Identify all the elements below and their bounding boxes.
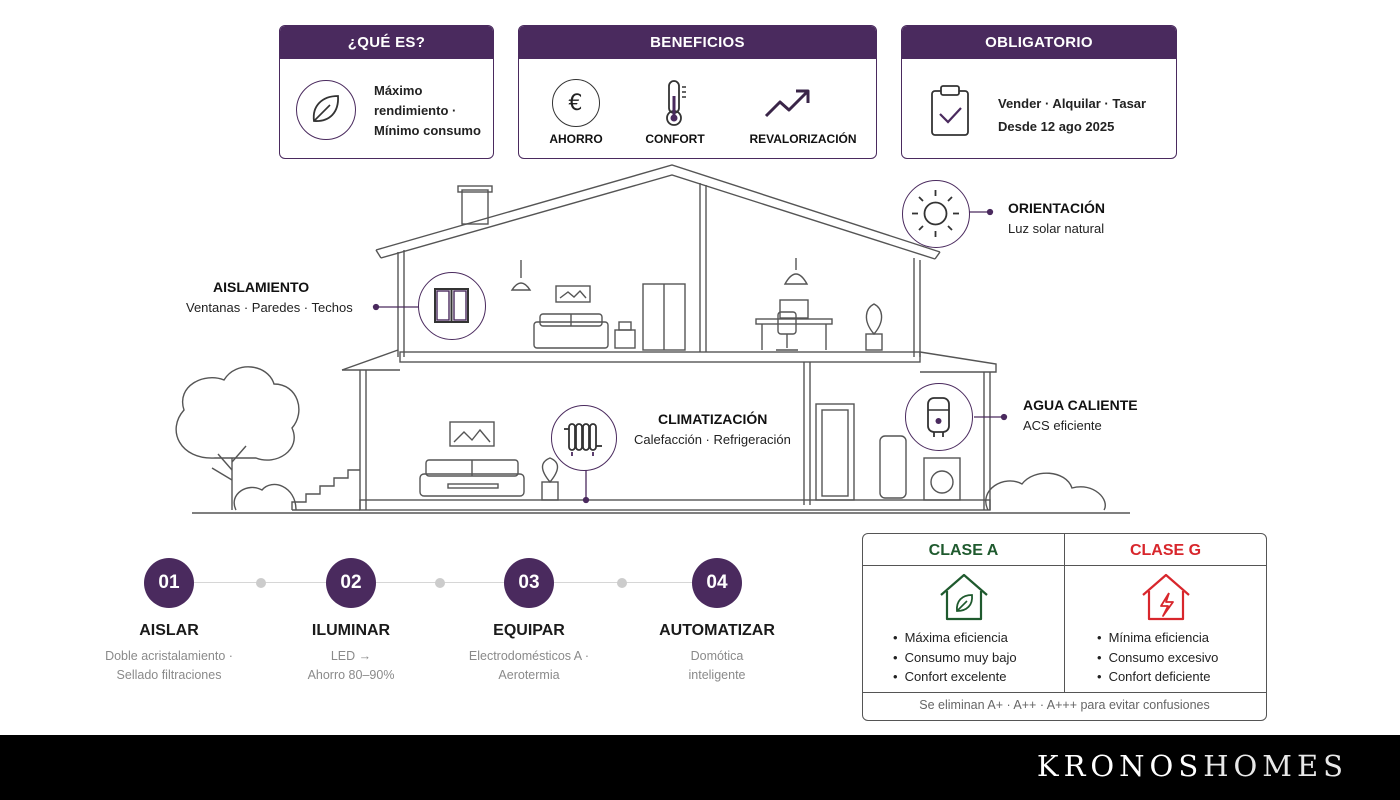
step-03-number: 03: [504, 558, 554, 608]
window-icon: [418, 272, 486, 340]
step-03-title: EQUIPAR: [493, 622, 565, 639]
step-02-desc-1: LED →: [330, 649, 372, 663]
brand-logo: KRONOSHOMES: [1037, 749, 1348, 783]
aislamiento-title: AISLAMIENTO: [213, 279, 310, 295]
class-note: Se eliminan A+ · A++ · A+++ para evitar …: [919, 698, 1210, 712]
ahorro-label: AHORRO: [549, 132, 603, 146]
list-item: Máxima eficiencia: [893, 628, 1017, 648]
que-es-line-3: Mínimo consumo: [374, 123, 481, 138]
clase-a-bullets: Máxima eficiencia Consumo muy bajo Confo…: [893, 628, 1017, 687]
energy-class-comparison: CLASE A CLASE G Máxima eficiencia Consum…: [862, 533, 1267, 721]
agua-caliente-sub: ACS eficiente: [1023, 418, 1102, 433]
house-illustration: [175, 164, 1130, 514]
clase-g-title: CLASE G: [1129, 542, 1202, 559]
step-01-desc-1: Doble acristalamiento ·: [105, 649, 233, 663]
step-01-number: 01: [144, 558, 194, 608]
svg-text:€: €: [569, 91, 583, 116]
step-dot: [435, 578, 445, 588]
orientacion-title: ORIENTACIÓN: [1008, 200, 1105, 216]
obligatorio-panel: OBLIGATORIO Vender · Alquilar · Tasar De…: [901, 25, 1177, 159]
confort-label: CONFORT: [645, 132, 705, 146]
step-02-number: 02: [326, 558, 376, 608]
obligatorio-line-1: Vender · Alquilar · Tasar: [998, 96, 1147, 111]
obligatorio-title: OBLIGATORIO: [902, 26, 1176, 59]
step-04-desc-1: Domótica: [690, 649, 744, 663]
aislamiento-sub: Ventanas · Paredes · Techos: [186, 300, 353, 315]
revalorizacion-label: REVALORIZACIÓN: [749, 132, 857, 146]
step-01-title: AISLAR: [139, 622, 199, 639]
euro-icon: €: [552, 79, 600, 127]
step-04-desc-2: inteligente: [688, 668, 746, 682]
climatizacion-title: CLIMATIZACIÓN: [658, 411, 768, 427]
brand-part-2: HOMES: [1203, 749, 1348, 783]
que-es-panel: ¿QUÉ ES? Máximo rendimiento · Mínimo con…: [279, 25, 494, 159]
step-04-number: 04: [692, 558, 742, 608]
class-header-divider: [863, 565, 1266, 566]
orientacion-sub: Luz solar natural: [1008, 221, 1105, 236]
green-house-leaf-icon: [937, 571, 991, 628]
red-house-lightning-icon: [1139, 571, 1193, 628]
que-es-title: ¿QUÉ ES?: [280, 26, 493, 59]
que-es-line-1: Máximo: [374, 83, 423, 98]
list-item: Confort excelente: [893, 667, 1017, 687]
beneficios-title: BENEFICIOS: [519, 26, 876, 59]
step-dot: [617, 578, 627, 588]
list-item: Confort deficiente: [1097, 667, 1218, 687]
climatizacion-sub: Calefacción · Refrigeración: [634, 432, 791, 447]
trend-up-icon: [763, 86, 813, 127]
step-01-desc-2: Sellado filtraciones: [116, 668, 222, 682]
water-heater-icon: [905, 383, 973, 451]
step-dot: [256, 578, 266, 588]
radiator-icon: [551, 405, 617, 471]
thermometer-icon: [659, 78, 691, 133]
list-item: Consumo muy bajo: [893, 648, 1017, 668]
step-04-title: AUTOMATIZAR: [659, 622, 775, 639]
step-03-desc-1: Electrodomésticos A ·: [468, 649, 590, 663]
obligatorio-line-2: Desde 12 ago 2025: [998, 119, 1115, 134]
que-es-line-2: rendimiento ·: [374, 103, 457, 118]
class-footer-divider: [863, 692, 1266, 693]
clase-g-bullets: Mínima eficiencia Consumo excesivo Confo…: [1097, 628, 1219, 687]
brand-part-1: KRONOS: [1036, 749, 1204, 783]
class-divider-vertical: [1064, 534, 1065, 692]
sun-icon: [902, 180, 970, 248]
step-02-desc-2: Ahorro 80–90%: [307, 668, 395, 682]
list-item: Mínima eficiencia: [1097, 628, 1218, 648]
steps-connector-line: [194, 582, 716, 583]
footer-bar: KRONOSHOMES: [0, 735, 1400, 800]
list-item: Consumo excesivo: [1097, 648, 1219, 668]
clipboard-check-icon: [928, 82, 974, 143]
beneficios-panel: BENEFICIOS € AHORRO CONFORT REVALORIZACI…: [518, 25, 877, 159]
step-03-desc-2: Aerotermia: [498, 668, 560, 682]
clase-a-title: CLASE A: [928, 542, 999, 559]
step-02-title: ILUMINAR: [311, 622, 391, 639]
agua-caliente-title: AGUA CALIENTE: [1023, 397, 1138, 413]
leaf-icon: [296, 80, 356, 140]
